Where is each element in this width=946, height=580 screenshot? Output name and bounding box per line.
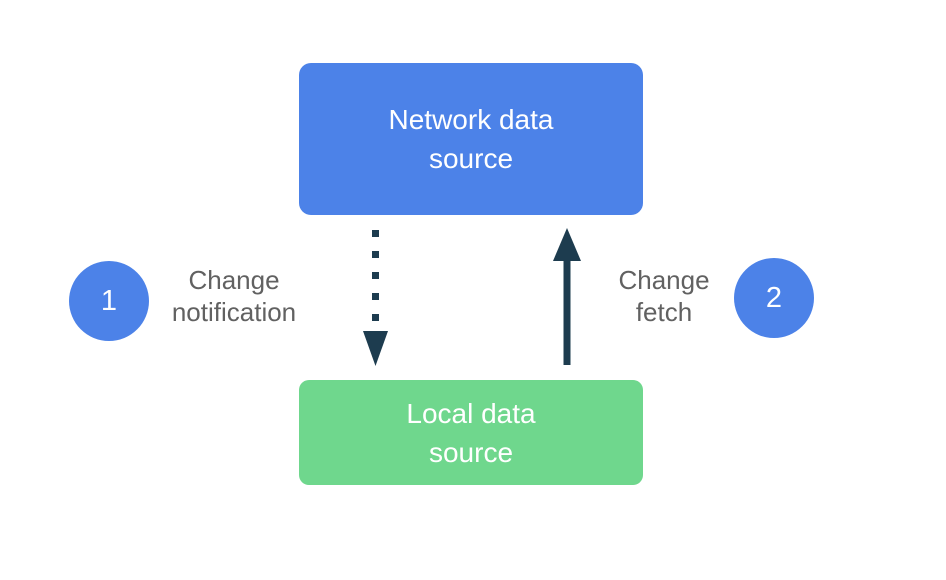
change-notification-label: Change notification: [171, 265, 297, 327]
network-data-source-node: Network data source: [299, 63, 643, 215]
step-1-number: 1: [100, 284, 118, 317]
change-notification-arrow: [363, 230, 388, 366]
local-data-source-label: Local data source: [406, 397, 536, 468]
network-data-source-label: Network data source: [388, 104, 554, 174]
change-notification-arrowhead-icon: [363, 331, 388, 366]
change-fetch-label: Change fetch: [618, 265, 710, 327]
step-1-badge: 1: [69, 261, 149, 341]
local-data-source-node: Local data source: [299, 380, 643, 485]
step-2-number: 2: [765, 281, 783, 314]
step-2-badge: 2: [734, 258, 814, 338]
change-fetch-arrowhead-icon: [553, 228, 581, 261]
